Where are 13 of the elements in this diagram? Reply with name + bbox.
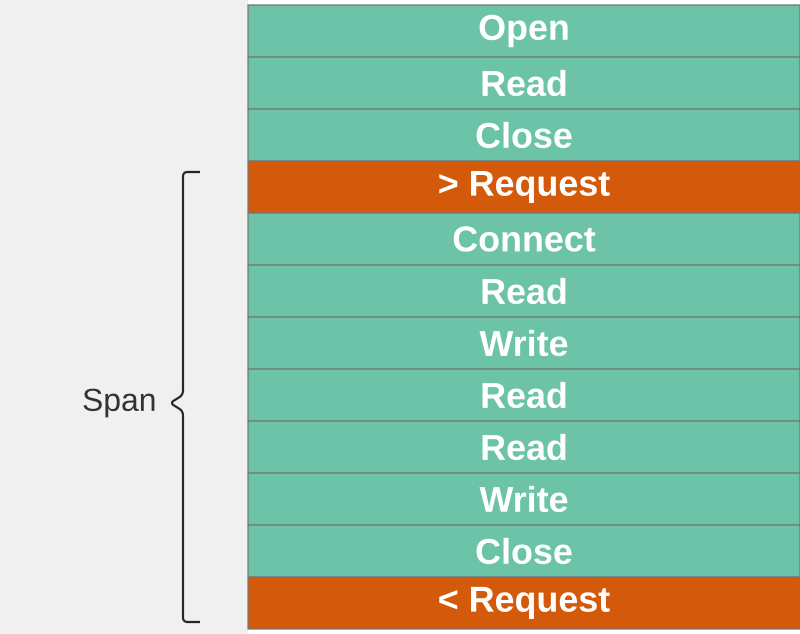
- step-row: Write: [247, 472, 800, 526]
- step-row: > Request: [247, 160, 800, 214]
- step-row: Write: [247, 316, 800, 370]
- step-row: Open: [247, 4, 800, 58]
- step-row: Close: [247, 524, 800, 578]
- step-row: Read: [247, 56, 800, 110]
- span-label: Span: [83, 388, 154, 418]
- step-row: Close: [247, 108, 800, 162]
- step-row: < Request: [247, 576, 800, 630]
- step-row: Read: [247, 420, 800, 474]
- step-row: Read: [247, 368, 800, 422]
- step-row: Read: [247, 264, 800, 318]
- step-row: Connect: [247, 212, 800, 266]
